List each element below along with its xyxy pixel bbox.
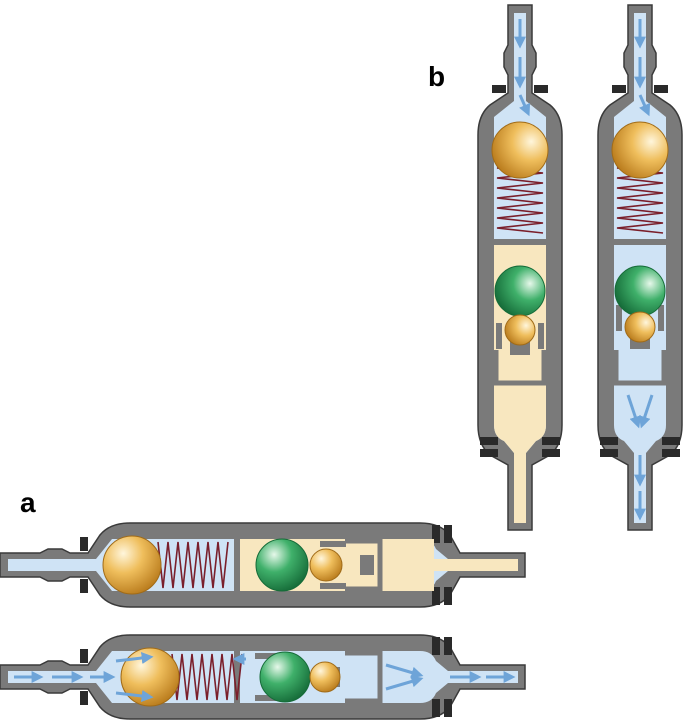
green-ball [255, 538, 309, 592]
gold-ball-small [309, 661, 341, 693]
panel-b-closed-valve [477, 4, 563, 531]
panel-label-a: a [20, 487, 36, 518]
gold-ball-small [309, 548, 343, 582]
green-ball [259, 651, 311, 703]
panel-a-flowing-valve [0, 634, 526, 720]
panel-b-flowing-valve [597, 4, 683, 531]
panel-label-b: b [428, 61, 445, 92]
gold-ball-large [120, 647, 180, 707]
gold-ball-large [102, 535, 162, 595]
panel-a-closed-valve [0, 522, 526, 608]
flow-arrows [14, 652, 516, 702]
